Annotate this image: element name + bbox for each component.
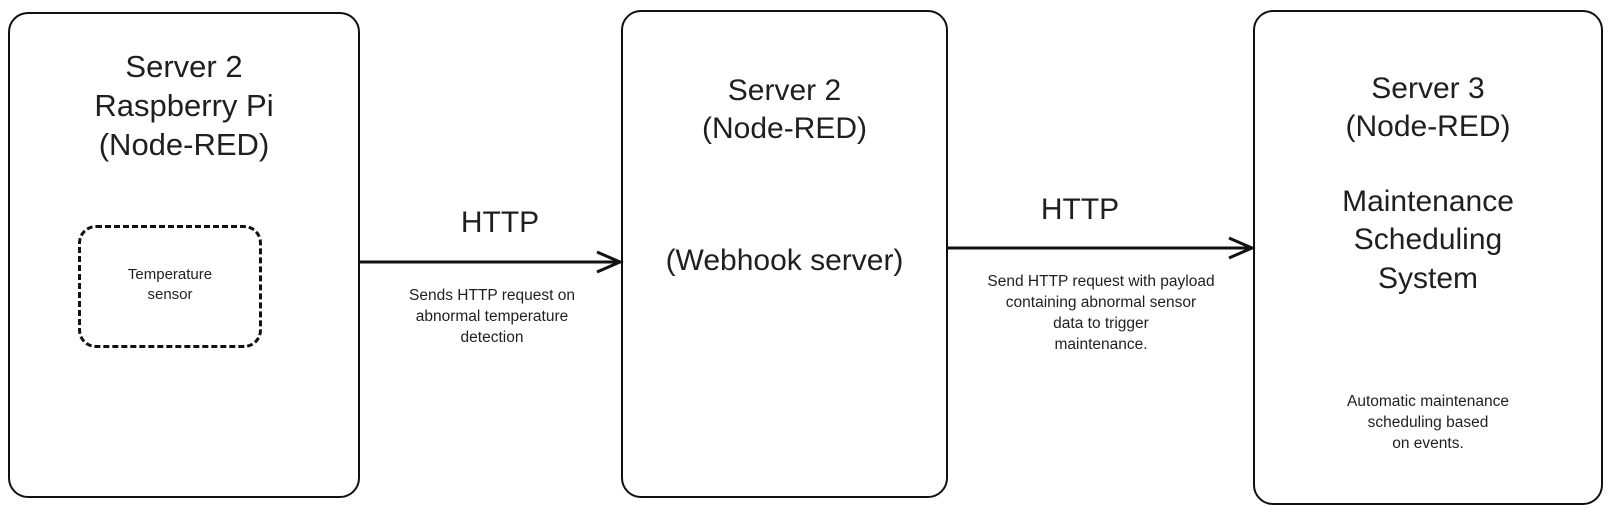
arrowhead-icon <box>596 250 624 274</box>
arrowhead-icon <box>1228 236 1256 260</box>
node-server3-maintenance-subheading: Maintenance Scheduling System <box>1342 185 1514 295</box>
node-server2-raspberry-pi-heading: Server 2 Raspberry Pi (Node-RED) <box>94 49 274 162</box>
temperature-sensor-label: Temperature sensor <box>127 266 213 303</box>
node-server2-webhook-subheading: (Webhook server) <box>665 244 904 277</box>
node-server2-webhook-heading: Server 2 (Node-RED) <box>701 74 868 146</box>
node-server2-webhook[interactable] <box>621 10 948 498</box>
node-server3-maintenance[interactable] <box>1253 10 1603 505</box>
node-server3-maintenance-note: Automatic maintenance scheduling based o… <box>1347 393 1509 452</box>
edge-rpi-to-webhook-description: Sends HTTP request on abnormal temperatu… <box>409 287 575 346</box>
node-server3-maintenance-heading: Server 3 (Node-RED) <box>1345 72 1511 144</box>
edge-webhook-to-maintenance-description: Send HTTP request with payload containin… <box>987 273 1215 353</box>
edge-rpi-to-webhook-arrow <box>360 250 624 274</box>
edge-webhook-to-maintenance-protocol-label: HTTP <box>1040 193 1120 226</box>
temperature-sensor-box[interactable] <box>78 225 262 348</box>
edge-webhook-to-maintenance-arrow <box>948 236 1256 260</box>
edge-rpi-to-webhook-protocol-label: HTTP <box>460 206 540 239</box>
